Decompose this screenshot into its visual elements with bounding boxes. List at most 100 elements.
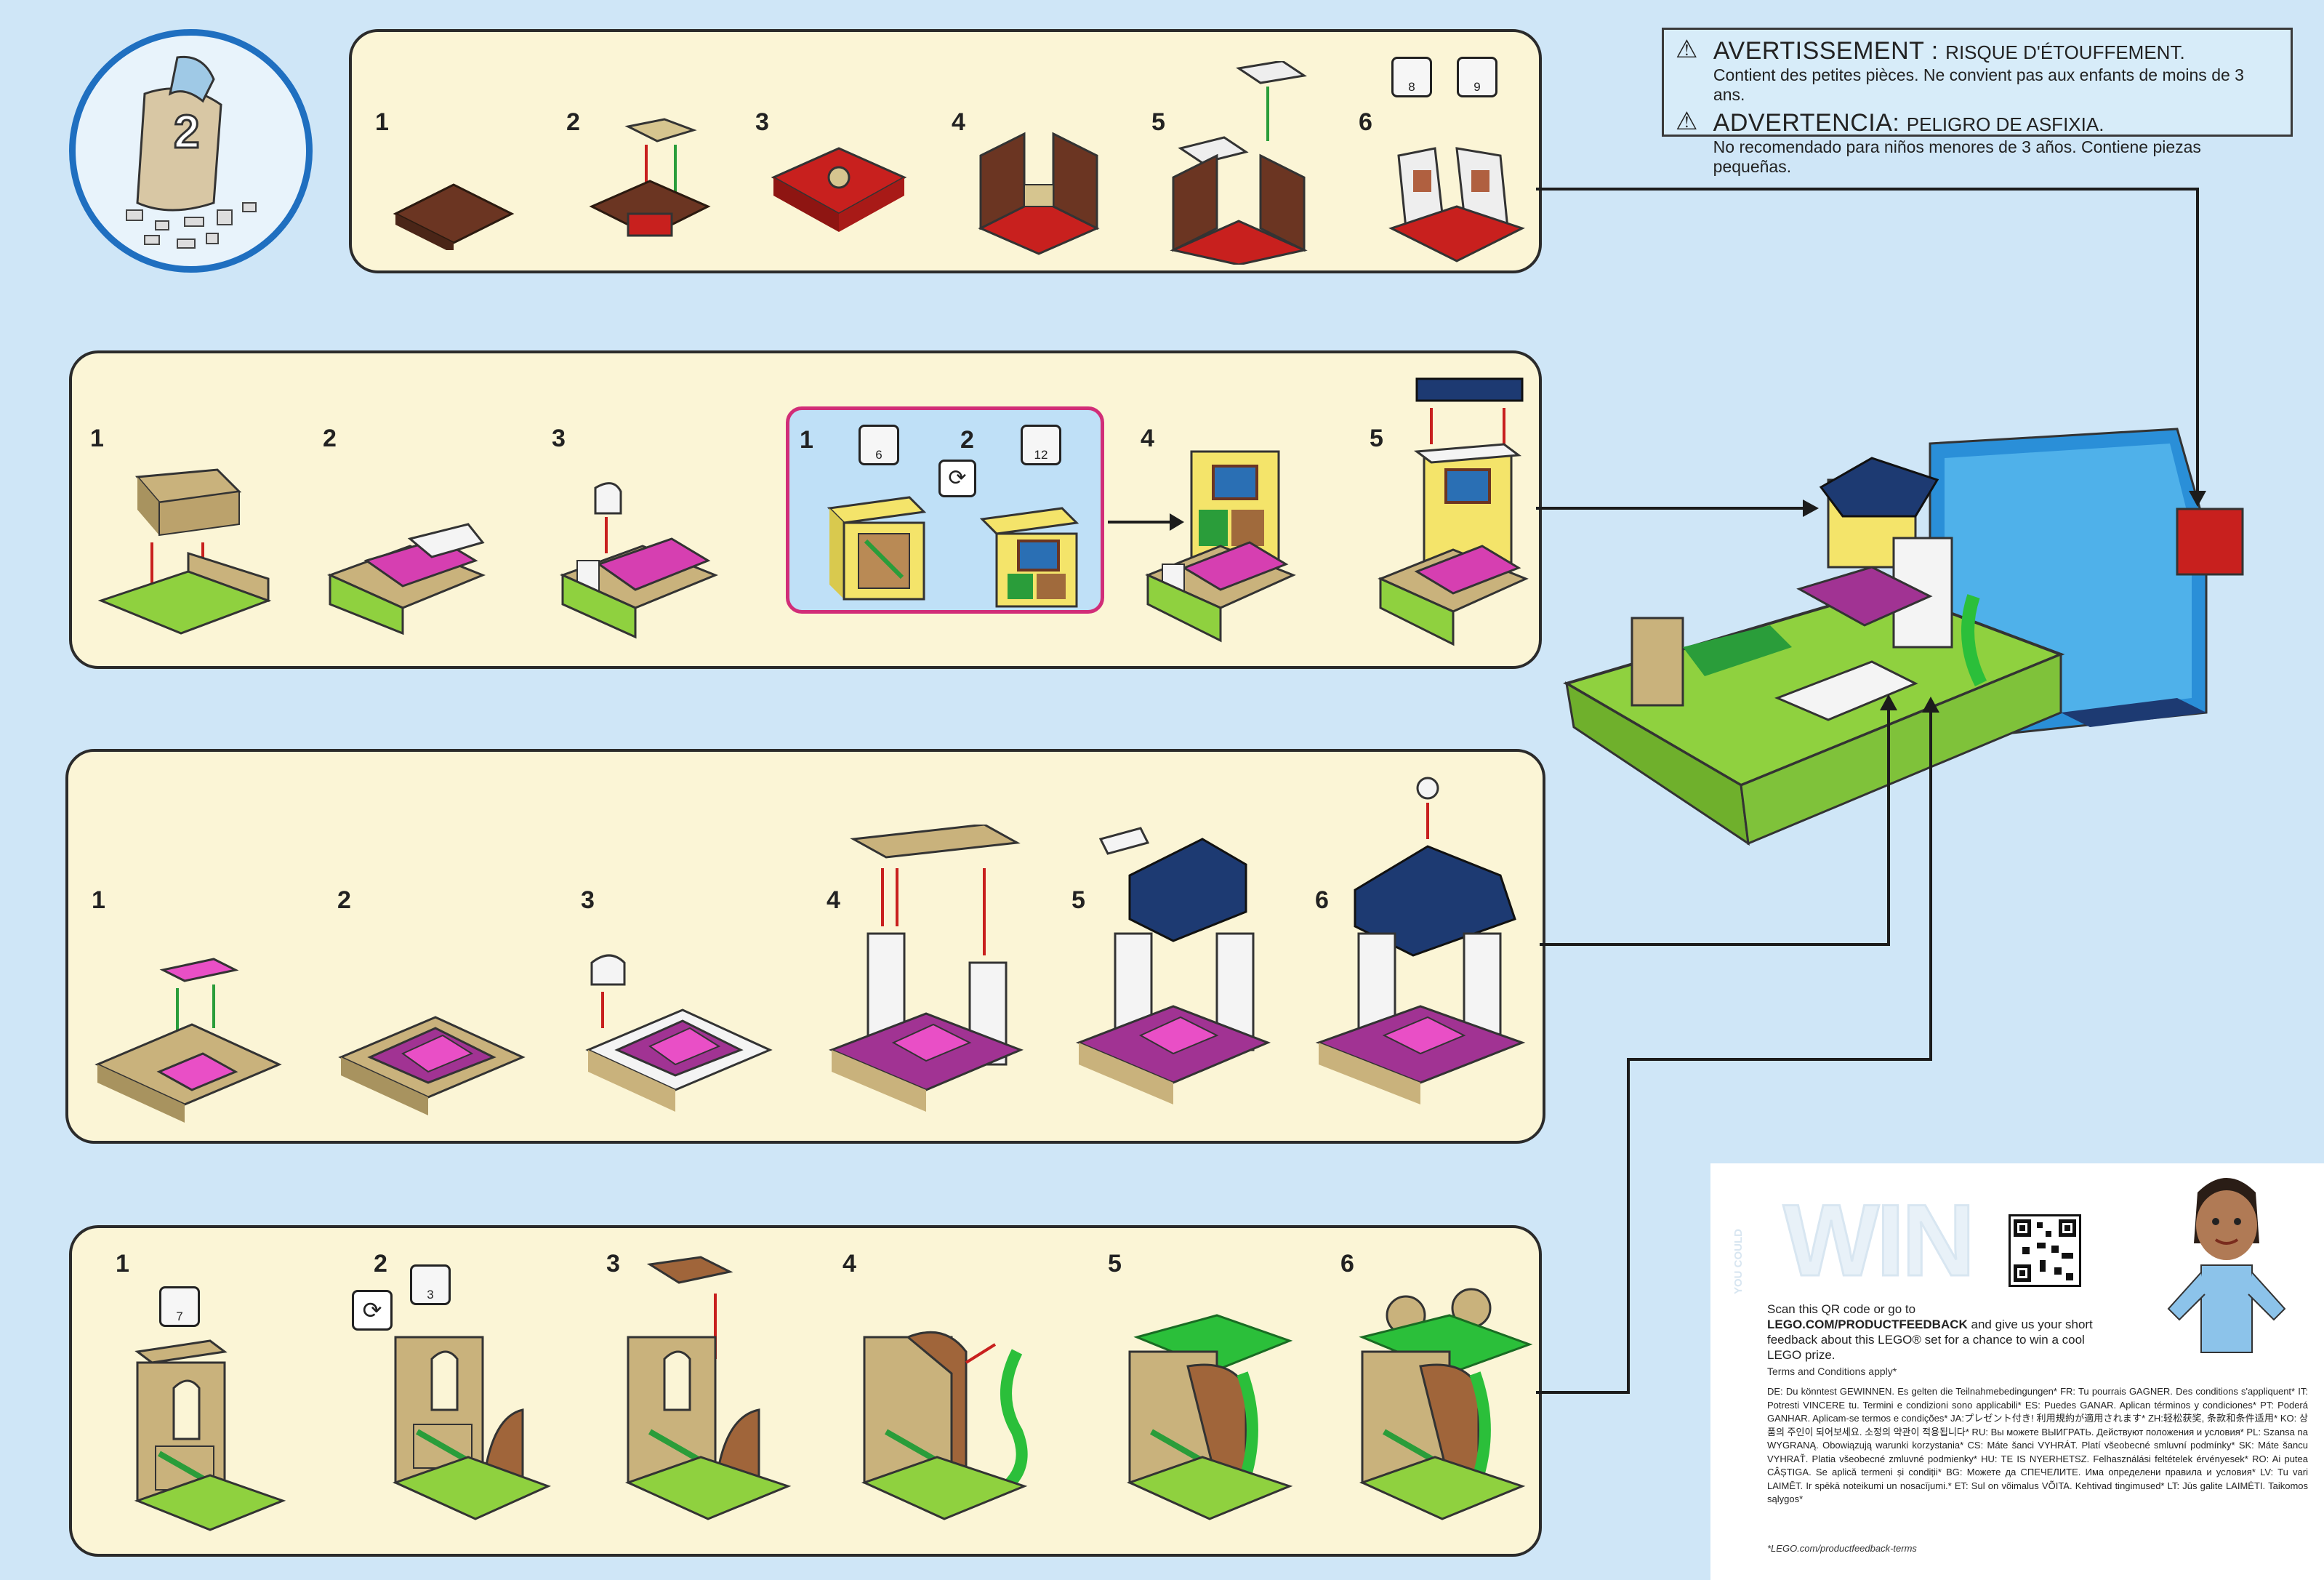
brick-assembly-illustration <box>1315 777 1526 1104</box>
step-number: 5 <box>1370 425 1383 452</box>
warning-es-text: No recomendado para niños menores de 3 a… <box>1713 137 2201 176</box>
panel-brick-illustration <box>827 496 927 601</box>
connector-line <box>1540 943 1889 946</box>
minifigure-illustration <box>2167 1178 2286 1353</box>
step-number: 1 <box>92 886 105 914</box>
step-number: 4 <box>827 886 840 914</box>
step-number: 2 <box>566 108 580 136</box>
panel-brick-illustration <box>979 507 1079 608</box>
promo-description: Scan this QR code or go to LEGO.COM/PROD… <box>1767 1302 2109 1363</box>
brick-assembly-illustration <box>978 132 1100 255</box>
qr-code[interactable] <box>2009 1214 2081 1287</box>
sticker-number: 9 <box>1473 80 1481 94</box>
sticker-number: 8 <box>1408 80 1415 94</box>
step-number: 4 <box>952 108 965 136</box>
brick-assembly-illustration <box>624 1256 792 1520</box>
warning-fr-title: AVERTISSEMENT : <box>1713 37 1939 65</box>
sticker-number: 12 <box>1034 448 1048 462</box>
brick-assembly-illustration <box>393 183 515 250</box>
brick-assembly-illustration <box>134 1339 286 1531</box>
brick-assembly-illustration <box>392 1336 551 1520</box>
step-number: 6 <box>1359 108 1372 136</box>
step-number: 1 <box>116 1250 129 1278</box>
finished-model-illustration <box>1562 428 2244 846</box>
connector-line <box>1627 1058 1630 1394</box>
arrow-icon <box>1803 500 1819 517</box>
connector-line <box>1627 1058 1932 1061</box>
build-panel-2: 1 2 3 4 5 1 2 6 12 ⟳ <box>69 350 1542 669</box>
sub-assembly-inset: 1 2 6 12 ⟳ <box>786 406 1104 614</box>
arrow-icon <box>2189 491 2206 507</box>
sticker-number: 6 <box>875 448 882 462</box>
terms-link[interactable]: *LEGO.com/productfeedback-terms <box>1767 1543 1917 1554</box>
connector-line <box>1929 709 1932 1061</box>
bag-indicator: 2 <box>69 29 313 273</box>
step-number: 3 <box>755 108 769 136</box>
feedback-link[interactable]: LEGO.COM/PRODUCTFEEDBACK <box>1767 1318 1968 1331</box>
step-number: 5 <box>1071 886 1085 914</box>
warning-box: ⚠ AVERTISSEMENT : RISQUE D'ÉTOUFFEMENT. … <box>1662 28 2293 176</box>
sticker-reference: 7 <box>159 1286 200 1327</box>
warning-fr-risk: RISQUE D'ÉTOUFFEMENT. <box>1945 41 2185 63</box>
brick-assembly-illustration <box>585 954 773 1112</box>
build-panel-1: 1 2 3 4 5 6 8 9 <box>349 29 1542 273</box>
feedback-promo: YOU COULD WIN Scan this QR code or go to… <box>1710 1163 2324 1580</box>
arrow-icon <box>1922 697 1939 713</box>
connector-line <box>1536 1391 1629 1394</box>
step-number: 1 <box>90 425 104 452</box>
build-panel-4: 1 2 3 4 5 6 7 3 ⟳ <box>69 1225 1542 1557</box>
step-number: 5 <box>1108 1250 1122 1278</box>
step-number: 4 <box>1141 425 1154 452</box>
step-number: 3 <box>552 425 566 452</box>
step-number: 2 <box>960 426 974 454</box>
sticker-number: 7 <box>176 1310 183 1323</box>
connector-line <box>1536 507 1805 510</box>
warning-triangle-icon: ⚠ <box>1676 108 1698 135</box>
brick-assembly-illustration <box>327 523 486 635</box>
arrow-icon <box>1880 694 1897 710</box>
arrow-icon <box>1170 513 1184 531</box>
scan-text-2: and give us your short feedback about th… <box>1767 1318 2093 1362</box>
brick-assembly-illustration <box>1388 147 1525 262</box>
qr-code-icon <box>2014 1219 2076 1282</box>
rotate-icon: ⟳ <box>938 460 976 497</box>
warning-es-risk: PELIGRO DE ASFIXIA. <box>1906 113 2104 135</box>
terms-note: Terms and Conditions apply* <box>1767 1366 1897 1377</box>
sticker-reference: 12 <box>1021 425 1061 465</box>
brick-assembly-illustration <box>861 1331 1028 1520</box>
step-number: 6 <box>1340 1250 1354 1278</box>
rotate-icon: ⟳ <box>352 1290 393 1331</box>
warning-es-title: ADVERTENCIA: <box>1713 109 1900 137</box>
connector-line <box>2196 188 2199 493</box>
step-number: 1 <box>800 426 813 454</box>
brick-assembly-illustration <box>95 958 282 1123</box>
connector-line <box>1536 188 2199 191</box>
step-number: 6 <box>1315 886 1329 914</box>
brick-assembly-illustration <box>1126 1314 1293 1520</box>
brick-assembly-illustration <box>828 825 1024 1112</box>
brick-assembly-illustration <box>1170 61 1308 265</box>
brick-assembly-illustration <box>560 482 718 639</box>
legal-text: DE: Du könntest GEWINNEN. Es gelten die … <box>1767 1386 2308 1504</box>
sticker-reference: 3 <box>410 1264 451 1305</box>
brick-assembly-illustration <box>589 118 711 237</box>
step-number: 2 <box>323 425 337 452</box>
brick-assembly-illustration <box>1378 377 1529 646</box>
warning-fr-text: Contient des petites pièces. Ne convient… <box>1713 65 2244 104</box>
brick-assembly-illustration <box>771 147 907 232</box>
sticker-reference: 8 <box>1391 57 1432 97</box>
step-number: 3 <box>606 1250 620 1278</box>
win-heading: WIN <box>1782 1182 1976 1299</box>
brick-assembly-illustration <box>97 468 272 635</box>
brick-assembly-illustration <box>1359 1288 1533 1520</box>
you-could-label: YOU COULD <box>1732 1229 1745 1294</box>
connector-line <box>1887 705 1890 946</box>
step-number: 4 <box>843 1250 856 1278</box>
scan-text: Scan this QR code or go to <box>1767 1302 1916 1316</box>
brick-assembly-illustration <box>1145 450 1296 643</box>
step-number: 2 <box>337 886 351 914</box>
step-number: 1 <box>375 108 389 136</box>
sticker-reference: 6 <box>859 425 899 465</box>
brick-assembly-illustration <box>338 1016 526 1115</box>
warning-triangle-icon: ⚠ <box>1676 36 1698 63</box>
